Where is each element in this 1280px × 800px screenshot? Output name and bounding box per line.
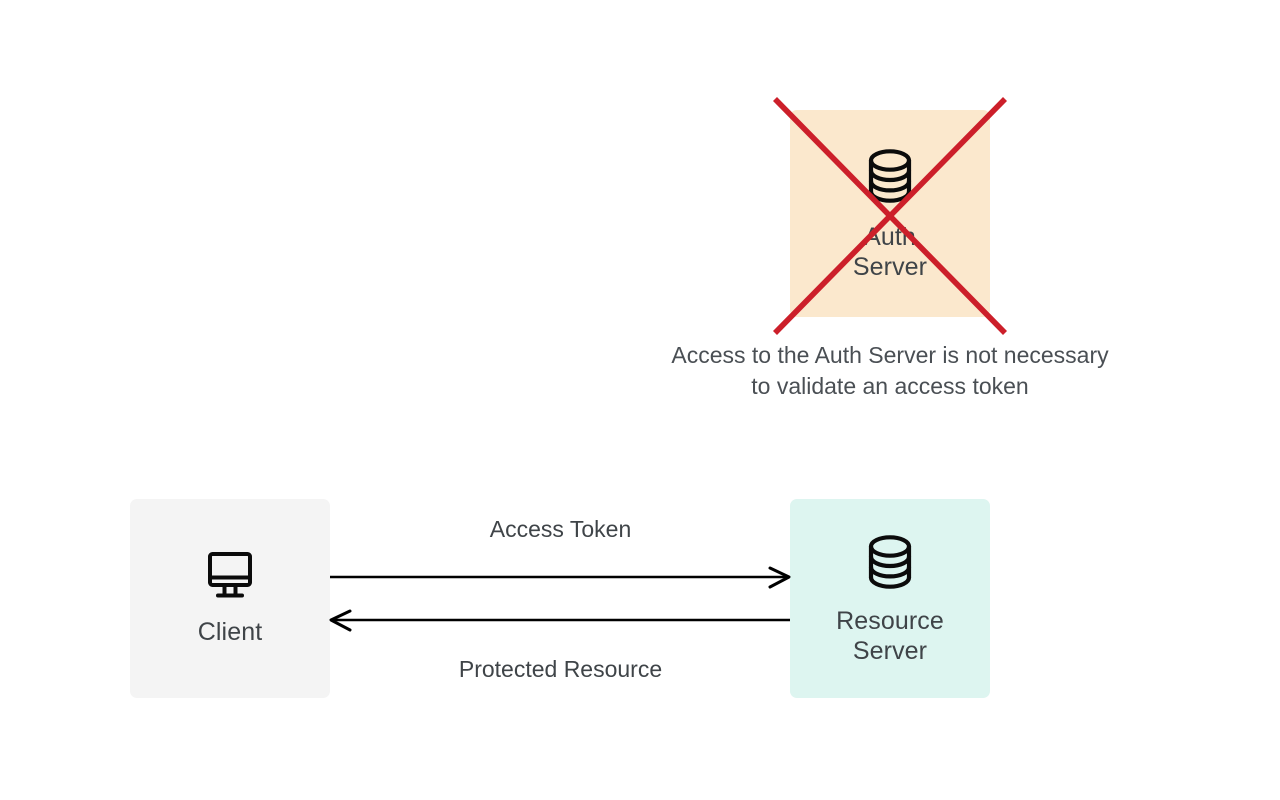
node-auth-server[interactable]: Auth Server <box>790 110 990 317</box>
database-icon <box>862 146 918 206</box>
node-label-auth-server: Auth Server <box>852 222 928 281</box>
node-resource-server[interactable]: Resource Server <box>790 499 990 698</box>
node-client[interactable]: Client <box>130 499 330 698</box>
node-label-client: Client <box>197 617 263 646</box>
edge-client-to-resource <box>330 566 791 589</box>
database-icon <box>862 532 918 592</box>
node-label-resource-server: Resource Server <box>836 606 944 665</box>
edge-label-access-token: Access Token <box>489 516 632 542</box>
auth-server-caption: Access to the Auth Server is not necessa… <box>671 342 1109 399</box>
desktop-monitor-icon <box>201 551 259 603</box>
edge-resource-to-client <box>329 609 790 632</box>
edge-label-protected-resource: Protected Resource <box>458 656 663 682</box>
